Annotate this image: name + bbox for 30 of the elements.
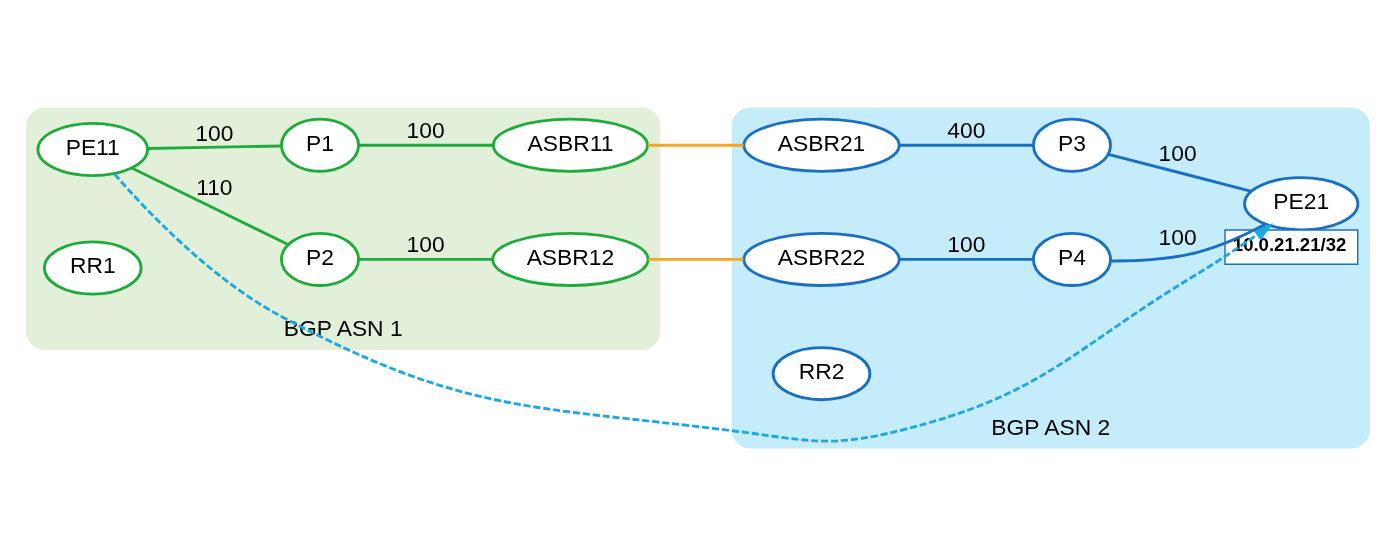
- edge-label: 110: [196, 173, 233, 200]
- node-ellipse: ASBR11: [491, 117, 649, 173]
- connector: [648, 258, 744, 261]
- edge-label: 100: [406, 116, 445, 143]
- node-ellipse: ASBR21: [742, 117, 901, 173]
- connector: [1110, 223, 1266, 263]
- connector: [147, 144, 282, 150]
- edge-label: 400: [947, 116, 986, 143]
- node-ellipse: P3: [1032, 117, 1112, 173]
- connector: [359, 258, 493, 261]
- edge-label: 100: [947, 231, 986, 258]
- node-ellipse: P2: [280, 231, 360, 287]
- connector: [899, 258, 1033, 261]
- node-ellipse: P1: [280, 117, 360, 173]
- connector: [131, 166, 289, 246]
- connector: [647, 143, 744, 147]
- connector: [899, 143, 1033, 147]
- edge-label: 100: [1158, 223, 1197, 250]
- node-ellipse: RR1: [42, 240, 143, 296]
- edge-label: 100: [406, 231, 445, 258]
- arrow: [113, 173, 1274, 443]
- node-ellipse: ASBR12: [491, 231, 650, 287]
- edge-label: 100: [195, 119, 234, 146]
- connector: [1107, 152, 1252, 193]
- node-ellipse: ASBR22: [742, 231, 901, 287]
- node-ellipse: PE11: [36, 122, 149, 178]
- edge-label: 100: [1158, 139, 1197, 166]
- connector: [359, 143, 494, 147]
- node-ellipse: RR2: [771, 346, 872, 402]
- node-ellipse: P4: [1032, 231, 1112, 287]
